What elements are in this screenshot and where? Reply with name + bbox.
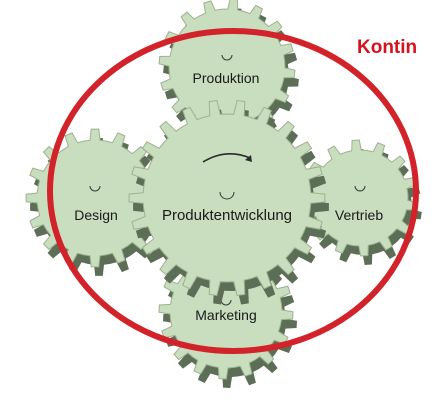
- gear-label-produktion: Produktion: [193, 70, 260, 86]
- rotation-arrow-icon: [202, 153, 251, 163]
- gear-design-axle-icon: [89, 185, 101, 192]
- gear-group: [25, 0, 422, 388]
- gear-label-center: Produktentwicklung: [162, 207, 292, 224]
- gear-vertrieb-axle-icon: [354, 185, 366, 192]
- gear-design-face: [25, 128, 165, 268]
- gear-label-vertrieb: Vertrieb: [335, 207, 383, 223]
- gear-center: [128, 99, 329, 305]
- red-ring: [47, 28, 419, 354]
- gear-center-axle-icon: [219, 191, 235, 200]
- gear-produktion-axle-icon: [221, 54, 233, 61]
- diagram-title: Kontin: [357, 37, 417, 58]
- gear-vertrieb: [301, 139, 422, 265]
- gear-label-design: Design: [74, 207, 118, 223]
- gear-center-face: [128, 99, 326, 297]
- gear-label-marketing: Marketing: [195, 307, 256, 323]
- rotation-arrowhead-icon: [245, 155, 252, 162]
